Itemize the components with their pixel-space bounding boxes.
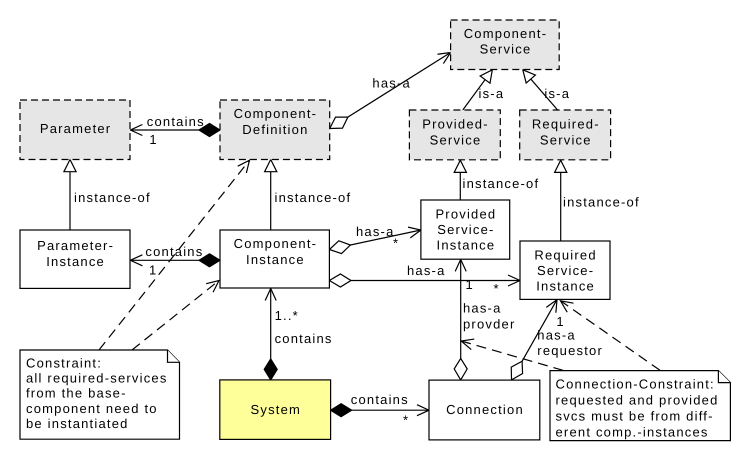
svg-text:provder: provder <box>463 317 515 332</box>
svg-text:has-a: has-a <box>356 224 395 239</box>
svg-text:all required-services: all required-services <box>26 371 168 386</box>
svg-text:erent comp.-instances: erent comp.-instances <box>556 425 709 440</box>
svg-text:has-a: has-a <box>537 328 576 343</box>
svg-text:*: * <box>403 413 409 428</box>
svg-text:Service-: Service- <box>537 263 594 278</box>
svg-text:svcs must be from diff-: svcs must be from diff- <box>556 409 714 424</box>
svg-text:is-a: is-a <box>479 86 505 101</box>
svg-text:Connection: Connection <box>446 402 524 417</box>
svg-text:Instance: Instance <box>536 279 595 294</box>
svg-text:is-a: is-a <box>544 86 570 101</box>
svg-text:Service-: Service- <box>437 222 494 237</box>
svg-text:Required-: Required- <box>532 117 600 132</box>
svg-text:contains: contains <box>147 114 205 129</box>
svg-text:*: * <box>494 281 500 296</box>
svg-text:1: 1 <box>466 277 474 292</box>
svg-text:requestor: requestor <box>537 343 603 358</box>
svg-text:Component-: Component- <box>234 106 318 121</box>
svg-text:be instantiated: be instantiated <box>26 416 129 431</box>
svg-text:has-a: has-a <box>463 301 502 316</box>
svg-text:Required: Required <box>534 248 596 263</box>
svg-text:component need to: component need to <box>26 401 158 416</box>
svg-text:instance-of: instance-of <box>74 190 151 205</box>
svg-text:instance-of: instance-of <box>275 190 352 205</box>
svg-text:requested and provided: requested and provided <box>556 393 719 408</box>
svg-text:Service: Service <box>430 133 482 148</box>
svg-text:Component-: Component- <box>464 26 548 41</box>
svg-text:Provided: Provided <box>435 207 496 222</box>
svg-text:Parameter: Parameter <box>40 121 112 136</box>
svg-text:contains: contains <box>145 244 203 259</box>
svg-text:has-a: has-a <box>407 263 446 278</box>
svg-text:1: 1 <box>149 263 157 278</box>
svg-text:has-a: has-a <box>372 76 411 91</box>
svg-text:Provided-: Provided- <box>422 117 488 132</box>
svg-text:Instance: Instance <box>437 238 496 253</box>
svg-text:contains: contains <box>275 331 333 346</box>
svg-text:instance-of: instance-of <box>563 195 640 210</box>
svg-text:System: System <box>251 402 302 417</box>
svg-text:*: * <box>393 236 399 251</box>
svg-text:1: 1 <box>556 314 564 329</box>
svg-text:Service: Service <box>540 133 592 148</box>
svg-text:Instance: Instance <box>46 254 105 269</box>
svg-text:from the base-: from the base- <box>26 386 127 401</box>
svg-text:instance-of: instance-of <box>463 176 540 191</box>
svg-text:Instance: Instance <box>246 252 305 267</box>
svg-text:contains: contains <box>351 392 409 407</box>
svg-text:Component-: Component- <box>234 236 318 251</box>
svg-text:1..*: 1..* <box>275 308 299 323</box>
svg-text:1: 1 <box>149 132 157 147</box>
svg-text:Constraint:: Constraint: <box>26 356 102 371</box>
svg-text:Service: Service <box>480 41 532 56</box>
svg-text:Parameter-: Parameter- <box>37 238 114 253</box>
svg-text:Connection-Constraint:: Connection-Constraint: <box>556 377 715 392</box>
svg-text:Definition: Definition <box>242 122 308 137</box>
